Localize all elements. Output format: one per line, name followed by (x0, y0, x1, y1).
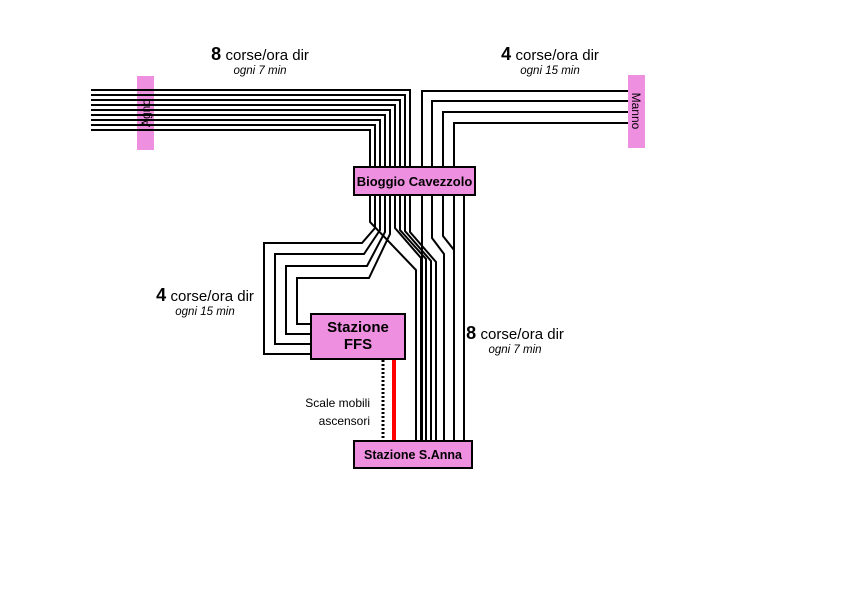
ffs-station-box (310, 313, 406, 360)
freq-agno-count: 8 (211, 44, 222, 64)
freq-santanna-interval: ogni 7 min (488, 343, 542, 356)
access-label-line1: Scale mobili (305, 396, 370, 410)
bioggio-santanna-tracks (369, 195, 465, 441)
freq-manno-branch: 4 corse/ora dir ogni 15 min (485, 44, 615, 77)
manno-bioggio-tracks (421, 90, 628, 168)
freq-manno-text: corse/ora dir (515, 47, 599, 64)
freq-ffs-text: corse/ora dir (170, 288, 254, 305)
bioggio-station-label: Bioggio Cavezzolo (356, 173, 473, 189)
freq-agno-text: corse/ora dir (225, 47, 309, 64)
bioggio-ffs-tracks (263, 195, 391, 355)
manno-label: Manno (629, 92, 643, 130)
agno-label: Agno (139, 98, 153, 128)
ffs-station-label-line1: Stazione (327, 319, 389, 336)
freq-ffs-count: 4 (156, 285, 167, 305)
freq-santanna-text: corse/ora dir (480, 326, 564, 343)
agno-bioggio-tracks (91, 89, 411, 168)
freq-manno-count: 4 (501, 44, 512, 64)
ffs-station-label: Stazione FFS (312, 315, 404, 358)
bioggio-station-box (353, 166, 476, 196)
santanna-station-label: Stazione S.Anna (364, 447, 462, 462)
freq-agno-branch: 8 corse/ora dir ogni 7 min (195, 44, 325, 77)
access-label: Scale mobili ascensori (282, 394, 370, 430)
freq-santanna-branch: 8 corse/ora dir ogni 7 min (450, 323, 580, 356)
freq-ffs-interval: ogni 15 min (175, 305, 235, 318)
manno-terminal (628, 75, 645, 148)
ffs-station-label-line2: FFS (343, 335, 373, 353)
freq-manno-interval: ogni 15 min (520, 64, 580, 77)
freq-santanna-count: 8 (466, 323, 477, 343)
freq-agno-interval: ogni 7 min (233, 64, 287, 77)
santanna-station-box (353, 440, 473, 469)
access-label-line2: ascensori (318, 414, 370, 428)
freq-ffs-branch: 4 corse/ora dir ogni 15 min (140, 285, 270, 318)
